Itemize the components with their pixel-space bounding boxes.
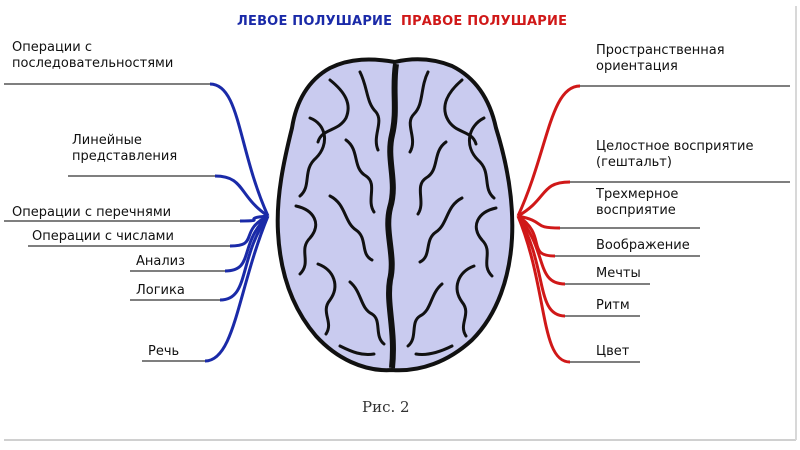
left-label-4: Анализ <box>136 254 185 270</box>
right-label-0-line-0: Пространственная <box>596 43 725 59</box>
left-label-4-line-0: Анализ <box>136 254 185 270</box>
right-connector-0 <box>518 86 580 216</box>
left-label-2-line-0: Операции с перечнями <box>12 205 171 221</box>
left-label-6-line-0: Речь <box>148 344 179 360</box>
brain-illustration <box>278 59 513 370</box>
left-label-6: Речь <box>148 344 179 360</box>
left-label-1-line-1: представления <box>72 149 177 165</box>
left-connector-6 <box>205 216 268 361</box>
left-label-0-line-0: Операции с <box>12 40 173 56</box>
figure-caption: Рис. 2 <box>362 398 410 416</box>
left-connector-0 <box>210 84 268 216</box>
right-label-2-line-0: Трехмерное <box>596 187 678 203</box>
left-label-0-line-1: последовательностями <box>12 56 173 72</box>
right-label-1: Целостное восприятие(гештальт) <box>596 139 753 171</box>
left-label-5: Логика <box>136 283 185 299</box>
right-label-3-line-0: Воображение <box>596 238 690 254</box>
right-label-1-line-0: Целостное восприятие <box>596 139 753 155</box>
right-connectors <box>518 86 580 362</box>
right-label-1-line-1: (гештальт) <box>596 155 753 171</box>
right-label-3: Воображение <box>596 238 690 254</box>
left-label-3-line-0: Операции с числами <box>32 229 174 245</box>
right-label-5-line-0: Ритм <box>596 298 630 314</box>
right-label-6-line-0: Цвет <box>596 344 629 360</box>
right-label-0-line-1: ориентация <box>596 59 725 75</box>
left-label-5-line-0: Логика <box>136 283 185 299</box>
right-label-5: Ритм <box>596 298 630 314</box>
left-label-2: Операции с перечнями <box>12 205 171 221</box>
right-label-4: Мечты <box>596 266 641 282</box>
right-label-6: Цвет <box>596 344 629 360</box>
left-label-3: Операции с числами <box>32 229 174 245</box>
right-label-4-line-0: Мечты <box>596 266 641 282</box>
left-label-1-line-0: Линейные <box>72 133 177 149</box>
left-connectors <box>205 84 268 361</box>
right-label-2-line-1: восприятие <box>596 203 678 219</box>
